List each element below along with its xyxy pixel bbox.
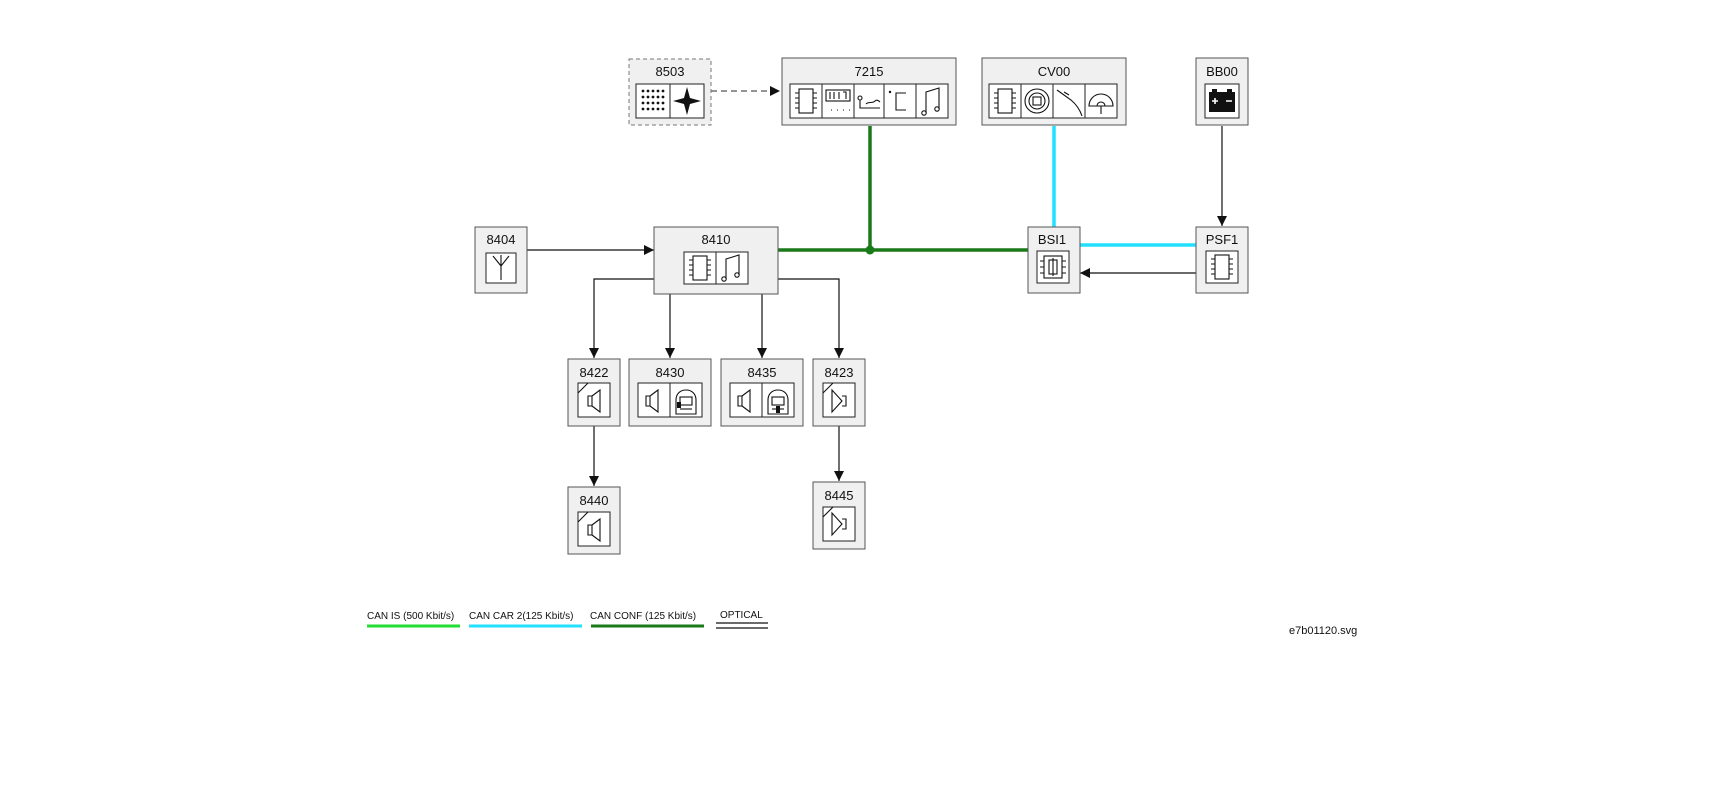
node-7215: 7215 [781, 57, 957, 126]
node-8404: 8404 [474, 226, 528, 294]
connections [527, 86, 1227, 486]
keypad-icon [635, 83, 671, 119]
node-label: 8423 [825, 365, 854, 380]
fuse-box-icon [1036, 250, 1070, 284]
node-8445: 8445 [812, 481, 866, 550]
node-label: 8503 [656, 64, 685, 79]
node-8410: 8410 [653, 226, 779, 295]
node-8435: 8435 [720, 358, 804, 427]
legend-label: CAN CAR 2(125 Kbit/s) [469, 611, 573, 622]
music-note-icon [915, 83, 949, 119]
node-label: CV00 [1038, 64, 1071, 79]
node-label: 7215 [855, 64, 884, 79]
node-8423: 8423 [812, 358, 866, 427]
node-8430: 8430 [628, 358, 712, 427]
legend-label: CAN IS (500 Kbit/s) [367, 611, 454, 622]
node-label: 8430 [656, 365, 685, 380]
node-8440: 8440 [567, 486, 621, 555]
stalk-icon [1052, 83, 1086, 119]
key-icon [853, 83, 885, 119]
legend-item-can-car2: CAN CAR 2(125 Kbit/s) [469, 611, 582, 628]
node-label: PSF1 [1206, 232, 1239, 247]
node-label: 8404 [487, 232, 516, 247]
legend-item-optical: OPTICAL [716, 610, 768, 629]
node-label: BB00 [1206, 64, 1238, 79]
node-psf1: PSF1 [1195, 226, 1249, 294]
node-8422: 8422 [567, 358, 621, 427]
ecu-chip-icon [683, 251, 717, 285]
antenna-icon [485, 252, 517, 284]
bus-junction-dot [865, 245, 875, 255]
legend-label: OPTICAL [720, 610, 763, 621]
clock-display-icon [821, 83, 855, 119]
node-label: 8440 [580, 493, 609, 508]
node-label: 8422 [580, 365, 609, 380]
legend-item-can-conf: CAN CONF (125 Kbit/s) [590, 611, 704, 628]
link-8410-8422 [589, 278, 654, 358]
link-8410-8423 [778, 278, 844, 358]
ecu-chip-icon [1205, 250, 1239, 284]
speaker-icon [577, 511, 611, 547]
ecu-chip-icon [789, 83, 823, 119]
car-rear-icon [761, 382, 795, 418]
legend-item-can-is: CAN IS (500 Kbit/s) [367, 611, 460, 628]
bracket-icon [883, 83, 917, 119]
dial-icon [1020, 83, 1054, 119]
node-cv00: CV00 [981, 57, 1127, 126]
tweeter-icon [822, 382, 856, 418]
legend-label: CAN CONF (125 Kbit/s) [590, 611, 696, 622]
legend: CAN IS (500 Kbit/s) CAN CAR 2(125 Kbit/s… [367, 610, 768, 629]
node-bsi1: BSI1 [1027, 226, 1081, 294]
battery-icon [1204, 83, 1240, 119]
tweeter-icon [822, 506, 856, 542]
speaker-icon [729, 382, 763, 418]
node-label: BSI1 [1038, 232, 1066, 247]
file-name-caption: e7b01120.svg [1289, 625, 1357, 637]
speaker-icon [577, 382, 611, 418]
speaker-icon [637, 382, 671, 418]
car-front-icon [669, 382, 703, 418]
node-8503: 8503 [628, 58, 712, 126]
music-note-icon [715, 251, 749, 285]
node-label: 8445 [825, 488, 854, 503]
node-bb00: BB00 [1195, 57, 1249, 126]
node-label: 8410 [702, 232, 731, 247]
compass-icon [669, 83, 705, 119]
node-label: 8435 [748, 365, 777, 380]
ecu-chip-icon [988, 83, 1022, 119]
steering-wheel-icon [1084, 83, 1118, 119]
